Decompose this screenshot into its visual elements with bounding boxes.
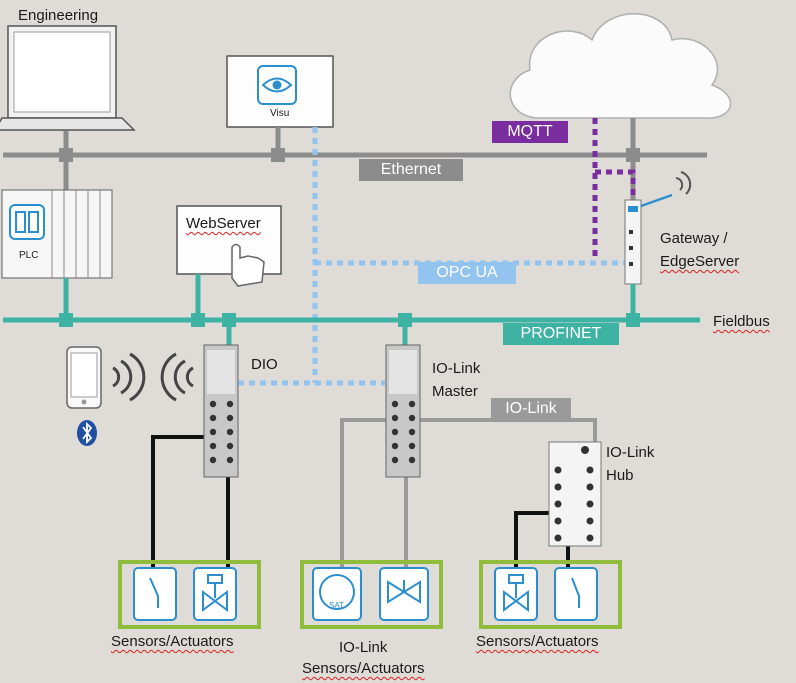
engineering-label: Engineering — [18, 7, 99, 24]
iolink-hub-label-line1: IO-Link — [606, 444, 655, 461]
iolink-master-label-line2: Master — [432, 383, 478, 400]
gateway-label-line1: Gateway / — [660, 230, 728, 247]
webserver-monitor — [176, 205, 282, 287]
io-link-master-module — [385, 344, 421, 478]
valve-actuator-icon — [202, 574, 228, 612]
wireless-waves-left-icon — [160, 352, 194, 402]
flow-valve-icon — [387, 580, 421, 604]
profinet-bus — [3, 274, 700, 346]
sat-label: SAT — [329, 601, 344, 610]
sensor-group-left — [118, 560, 261, 629]
mqtt-badge: MQTT — [492, 121, 568, 143]
sensor-group-right — [479, 560, 622, 629]
switch-sensor-icon — [571, 577, 580, 608]
touch-hand-icon — [231, 243, 265, 287]
opc-ua-badge: OPC UA — [418, 262, 516, 284]
valve-actuator-icon — [503, 574, 529, 612]
plc-rack — [1, 189, 113, 279]
cloud-icon — [509, 13, 732, 119]
sensors-left-label: Sensors/Actuators — [111, 633, 234, 650]
fieldbus-label: Fieldbus — [713, 313, 770, 330]
iolink-hub-label-line2: Hub — [606, 467, 634, 484]
switch-sensor-icon — [149, 577, 159, 608]
bluetooth-icon — [77, 420, 97, 446]
visu-label: Visu — [270, 108, 290, 119]
gauge-sensor-icon — [319, 574, 355, 610]
wireless-waves-right-icon — [112, 352, 146, 402]
dio-label: DIO — [251, 356, 278, 373]
ethernet-bus — [3, 118, 707, 200]
visu-monitor — [226, 55, 334, 128]
iolink-master-label-line1: IO-Link — [432, 360, 481, 377]
io-link-hub-module — [548, 441, 602, 547]
io-link-badge: IO-Link — [491, 398, 571, 420]
profinet-badge: PROFINET — [503, 323, 619, 345]
dio-module — [203, 344, 239, 478]
plc-label: PLC — [19, 250, 39, 261]
eye-icon — [261, 77, 293, 93]
mqtt-link — [592, 118, 636, 260]
gateway-label-line2: EdgeServer — [660, 253, 740, 270]
laptop-icon — [0, 25, 136, 131]
wireless-icon — [675, 171, 692, 195]
io-link-cables — [340, 418, 597, 567]
sensors-middle-label-line2: Sensors/Actuators — [302, 660, 425, 677]
gateway-device — [624, 171, 692, 285]
sensor-group-middle — [300, 560, 443, 629]
webserver-label: WebServer — [186, 215, 261, 232]
sensors-right-label: Sensors/Actuators — [476, 633, 599, 650]
ethernet-badge: Ethernet — [359, 159, 463, 181]
smartphone-icon — [66, 346, 102, 409]
sensors-middle-label-line1: IO-Link — [339, 639, 388, 656]
